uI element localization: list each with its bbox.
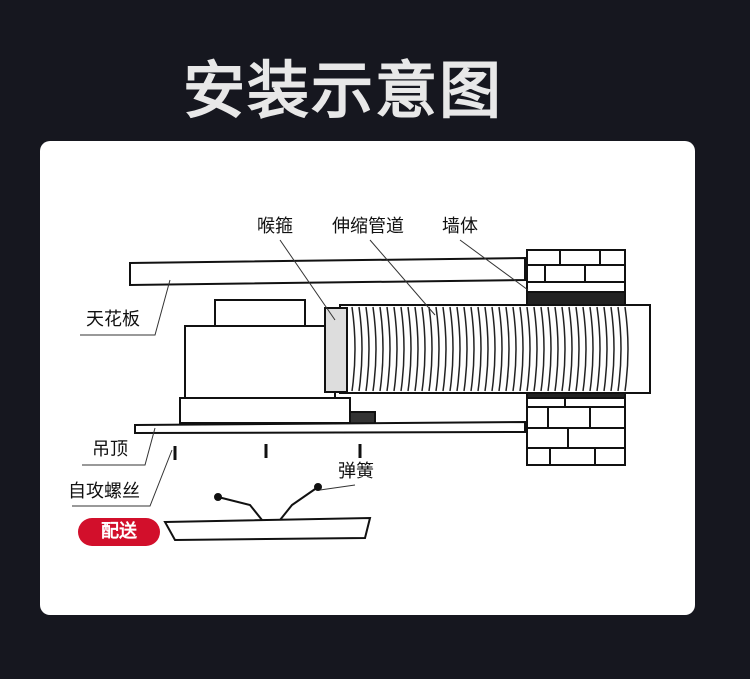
clamp [324,307,348,393]
duct-rib [379,306,384,392]
duct-rib [449,306,454,392]
duct-rib [435,306,440,392]
duct-rib [582,306,587,392]
duct-rib [519,306,524,392]
duct-rib [477,306,482,392]
label-duct: 伸缩管道 [332,216,404,237]
screws [173,444,362,460]
duct-rib [533,306,538,392]
duct-rib [491,306,496,392]
duct-rib [505,306,510,392]
duct-rib [456,306,461,392]
duct-rib [414,306,419,392]
fan-top-box [214,299,306,329]
suspended-ceiling [134,420,526,435]
springs [214,483,322,521]
duct-rib [526,306,531,392]
duct-rib [407,306,412,392]
duct-rib [428,306,433,392]
duct-rib [393,306,398,392]
duct-rib [400,306,405,392]
duct-rib [442,306,447,392]
duct-rib [561,306,566,392]
duct-rib [512,306,517,392]
duct-rib [589,306,594,392]
included-badge: 配送 [78,518,160,546]
duct-rib [372,306,377,392]
duct-rib [603,306,608,392]
label-ceiling-board: 天花板 [86,309,140,330]
duct-rib [575,306,580,392]
duct-rib [421,306,426,392]
duct-rib [624,306,629,392]
leader-lines [72,239,529,507]
label-screws: 自攻螺丝 [68,481,140,502]
label-clamp: 喉箍 [257,216,293,237]
fan-panel [163,516,372,542]
duct-rib [547,306,552,392]
duct-rib [554,306,559,392]
fan-body [184,325,336,401]
ceiling-board [129,256,526,287]
duct-rib [386,306,391,392]
label-spring: 弹簧 [338,461,374,482]
label-wall: 墙体 [442,216,478,237]
duct-rib [596,306,601,392]
duct-rib [540,306,545,392]
duct-rib [484,306,489,392]
duct-rib [463,306,468,392]
duct-rib [351,306,356,392]
page-title: 安装示意图 [182,54,503,127]
duct-rib [617,306,622,392]
duct-rib [470,306,475,392]
duct-rib [498,306,503,392]
wall-bottom [526,389,626,466]
fan-base [179,397,351,424]
duct-rib [610,306,615,392]
duct-rib [358,306,363,392]
label-suspended-ceiling: 吊顶 [92,439,128,460]
duct-rib [365,306,370,392]
duct-rib [568,306,573,392]
